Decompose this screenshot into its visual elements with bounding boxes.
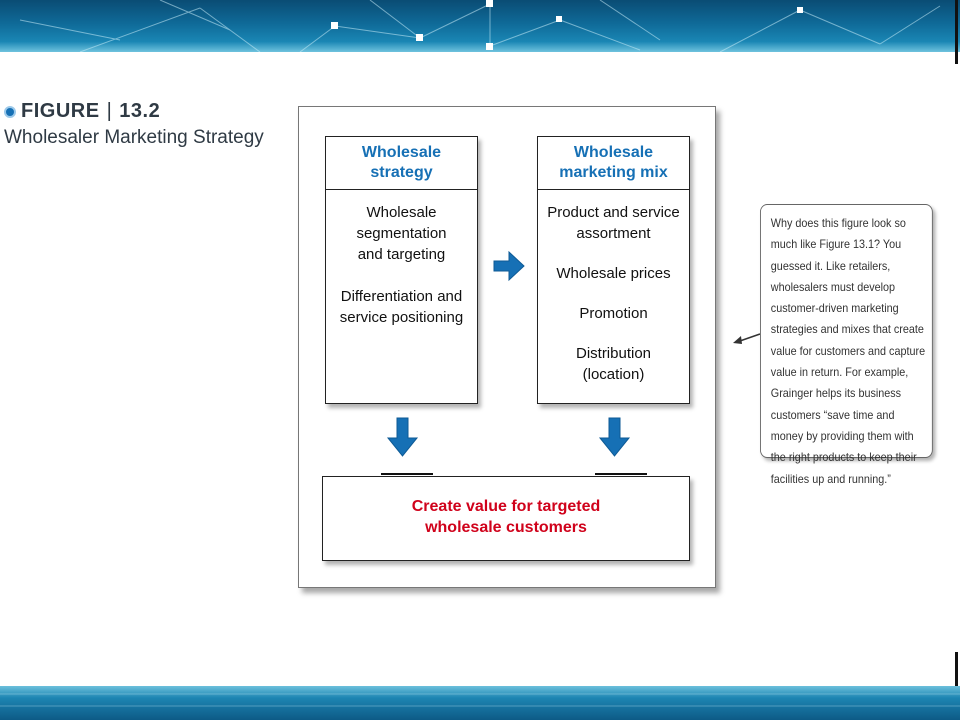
arrow-down-icon <box>598 417 631 457</box>
connector-tick <box>595 473 647 475</box>
top-banner <box>0 0 960 52</box>
top-edge-line <box>955 0 958 64</box>
callout-note: Why does this figure look so much like F… <box>760 204 933 486</box>
result-box: Create value for targeted wholesale cust… <box>322 476 690 561</box>
strategy-box-header: Wholesale strategy <box>326 137 477 190</box>
marketing-mix-box-body: Product and service assortment Wholesale… <box>538 190 689 385</box>
banner-texture <box>0 693 960 707</box>
mix-item-prices: Wholesale prices <box>556 265 671 282</box>
result-label: Create value for targeted wholesale cust… <box>411 498 601 536</box>
connector-tick <box>381 473 433 475</box>
diagram-frame: Wholesale strategy Wholesale segmentatio… <box>298 106 716 588</box>
callout-text: Why does this figure look so much like F… <box>770 216 926 486</box>
network-pattern <box>19 0 941 52</box>
figure-label-row: FIGURE | 13.2 <box>4 100 264 123</box>
result-text: Create value for targeted wholesale cust… <box>323 477 689 538</box>
arrow-right-icon <box>493 250 525 282</box>
arrow-down-icon <box>386 417 419 457</box>
strategy-item-segmentation: Wholesale segmentation and targeting <box>356 204 447 263</box>
figure-title: Wholesaler Marketing Strategy <box>4 127 264 148</box>
figure-label: FIGURE <box>21 100 100 122</box>
mix-item-distribution: Distribution (location) <box>575 345 652 383</box>
strategy-box-body: Wholesale segmentation and targeting Dif… <box>326 190 477 328</box>
strategy-box: Wholesale strategy Wholesale segmentatio… <box>325 136 478 404</box>
strategy-item-differentiation: Differentiation and service positioning <box>339 288 464 326</box>
figure-heading: FIGURE | 13.2 Wholesaler Marketing Strat… <box>4 100 264 149</box>
mix-item-promotion: Promotion <box>579 305 648 322</box>
marketing-mix-box: Wholesale marketing mix Product and serv… <box>537 136 690 404</box>
marketing-mix-box-header: Wholesale marketing mix <box>538 137 689 190</box>
figure-separator: | <box>106 100 113 122</box>
arrow-left-icon <box>733 333 761 344</box>
bottom-banner <box>0 686 960 720</box>
mix-item-assortment: Product and service assortment <box>547 204 680 242</box>
figure-number: 13.2 <box>119 100 161 122</box>
circle-bullet-icon <box>4 105 16 118</box>
